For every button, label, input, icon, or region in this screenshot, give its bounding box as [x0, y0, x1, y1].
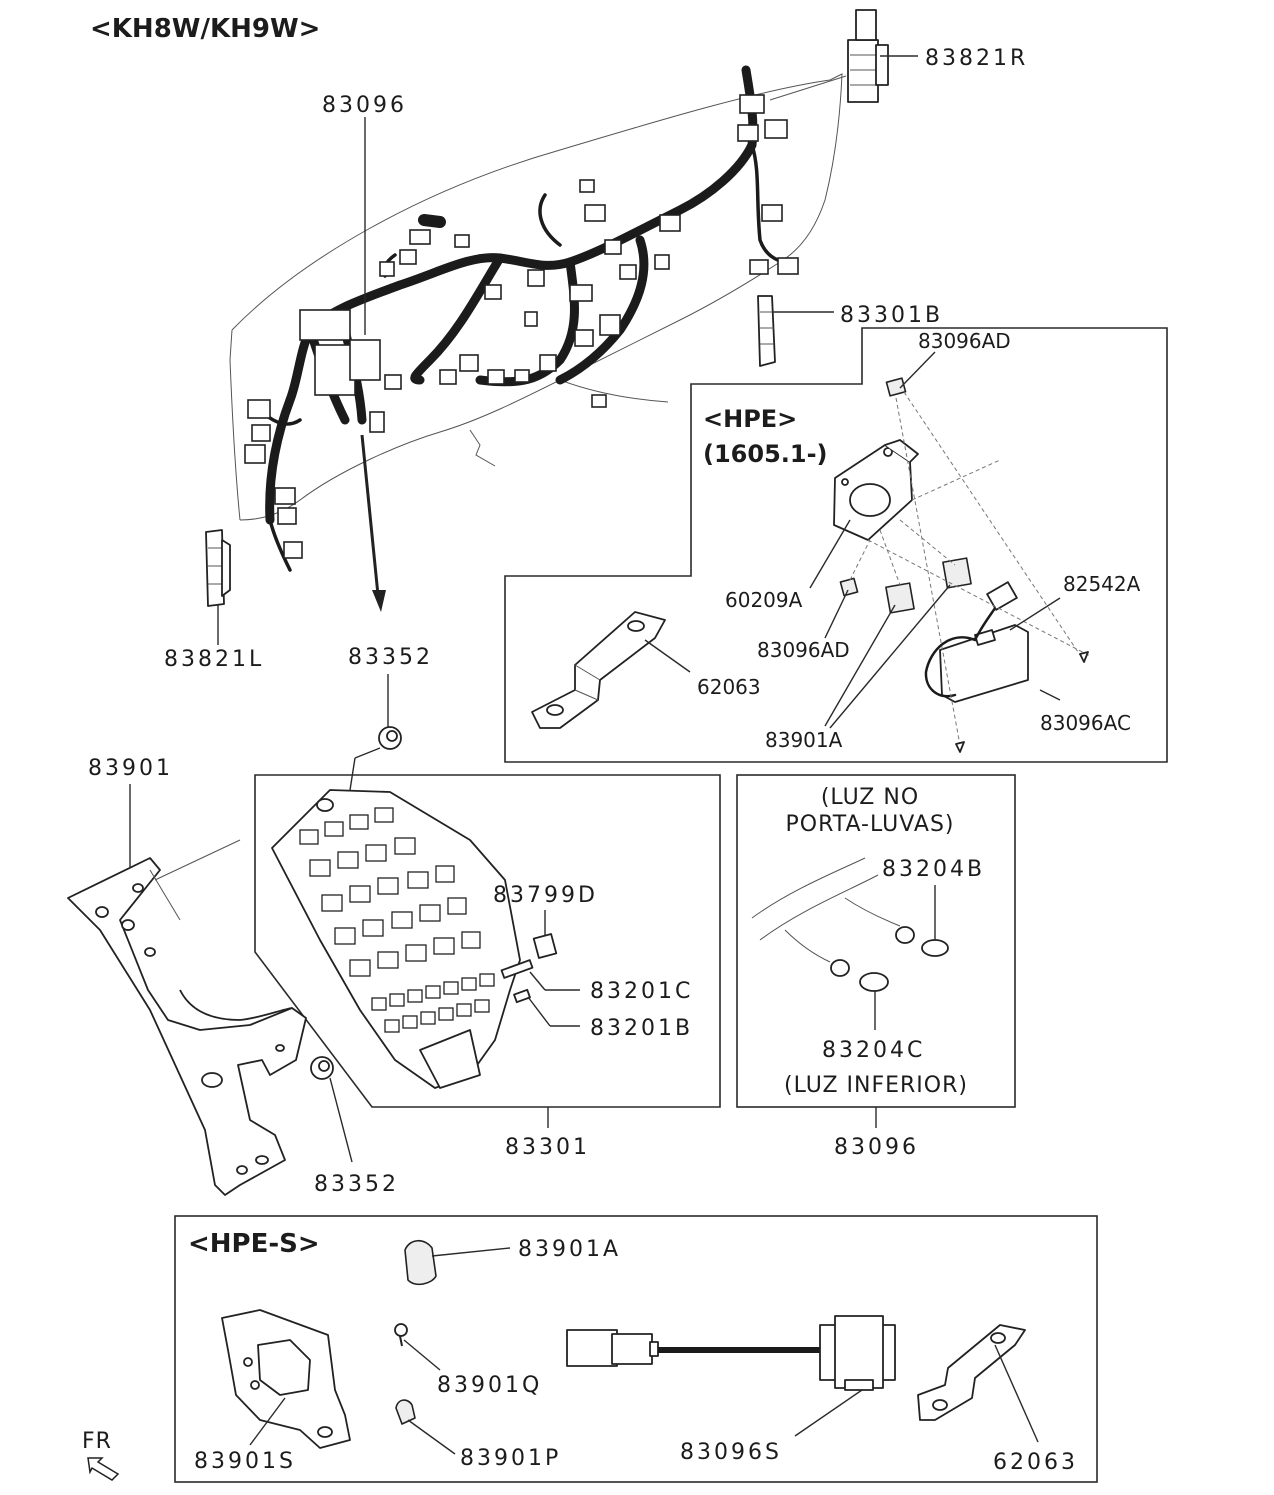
- fusebox-pointer-arrow: [360, 434, 386, 612]
- lights-inset: [736, 774, 1016, 1108]
- pad-83901A-2-part: [942, 557, 972, 589]
- lower-light-note: (LUZ INFERIOR): [784, 1073, 968, 1098]
- fusebox-83301-part: [271, 789, 521, 1089]
- label-83301B: 83301B: [840, 303, 943, 328]
- pad-83901A-s-part: [404, 1239, 437, 1286]
- label-62063-hpe: 62063: [697, 675, 761, 699]
- label-83204C: 83204C: [822, 1038, 925, 1063]
- connector-83821L-part: [205, 529, 231, 607]
- label-83821R: 83821R: [925, 46, 1028, 71]
- label-83201C: 83201C: [590, 979, 693, 1004]
- screw-83096AC-1-part: [1079, 651, 1089, 663]
- glovebox-light-note-line1: (LUZ NO: [821, 785, 919, 810]
- glovebox-light-note-line2: PORTA-LUVAS): [785, 812, 954, 837]
- label-60209A: 60209A: [725, 588, 803, 612]
- connector-83821R-part: [769, 9, 889, 103]
- screw-83096AC-2-part: [955, 741, 965, 753]
- label-83301: 83301: [505, 1135, 590, 1160]
- main-variant-header: <KH8W/KH9W>: [90, 14, 320, 44]
- bulb-83204B-part: [895, 926, 949, 957]
- hpe-s-inset: [174, 1215, 1098, 1483]
- bracket-62063-hpe-part: [531, 611, 666, 729]
- label-83352-bottom: 83352: [314, 1172, 399, 1197]
- label-83901: 83901: [88, 756, 173, 781]
- label-83096-top: 83096: [322, 93, 407, 118]
- hpe-inset: [504, 327, 1168, 763]
- bulb-83204C-part: [830, 959, 889, 992]
- label-83901Q: 83901Q: [437, 1373, 542, 1398]
- label-83901A-hpe: 83901A: [765, 728, 843, 752]
- main-wiring-harness: [244, 65, 799, 572]
- nut-83352-bottom-part: [310, 1056, 334, 1080]
- bracket-83901S-part: [221, 1309, 351, 1449]
- hpe-serial: (1605.1-): [703, 440, 828, 468]
- pad-83096AD-mid-part: [839, 577, 859, 597]
- hpe-module-82542A-part: [924, 581, 1029, 703]
- label-82542A: 82542A: [1063, 572, 1141, 596]
- label-83821L: 83821L: [164, 647, 264, 672]
- label-83096S: 83096S: [680, 1440, 782, 1465]
- label-62063-s: 62063: [993, 1450, 1078, 1475]
- label-83901P: 83901P: [460, 1446, 561, 1471]
- label-83096-bottom: 83096: [834, 1135, 919, 1160]
- label-83204B: 83204B: [882, 857, 985, 882]
- fuse-83201B-part: [513, 988, 531, 1004]
- front-direction-label: FR: [82, 1429, 112, 1454]
- nut-83352-top-part: [378, 726, 402, 750]
- fusebox-inset: [254, 774, 721, 1108]
- bracket-83901-part: [67, 839, 307, 1196]
- label-83096AD-top: 83096AD: [918, 329, 1011, 353]
- harness-83096S-part: [566, 1315, 896, 1391]
- label-83201B: 83201B: [590, 1016, 693, 1041]
- label-83096AD-mid: 83096AD: [757, 638, 850, 662]
- label-83901S: 83901S: [194, 1449, 296, 1474]
- clip-83901P-part: [395, 1399, 416, 1425]
- hpe-bracket-60209A-part: [833, 439, 919, 541]
- hpe-title: <HPE>: [703, 405, 797, 433]
- label-83352-top: 83352: [348, 645, 433, 670]
- label-83901A-s: 83901A: [518, 1237, 621, 1262]
- hpe-s-title: <HPE-S>: [188, 1229, 320, 1259]
- label-83799D: 83799D: [493, 883, 598, 908]
- pad-83901A-1-part: [885, 582, 915, 614]
- screw-83901Q-part: [394, 1323, 408, 1347]
- bracket-83301B-part: [757, 295, 776, 367]
- pad-83096AD-top-part: [885, 377, 907, 397]
- label-83096AC: 83096AC: [1040, 711, 1131, 735]
- fuse-83201C-part: [500, 959, 534, 979]
- leader-lines: [129, 55, 1061, 1455]
- bracket-62063-s-part: [917, 1324, 1026, 1421]
- front-arrow-icon: [87, 1457, 120, 1481]
- relay-83799D-part: [532, 933, 558, 959]
